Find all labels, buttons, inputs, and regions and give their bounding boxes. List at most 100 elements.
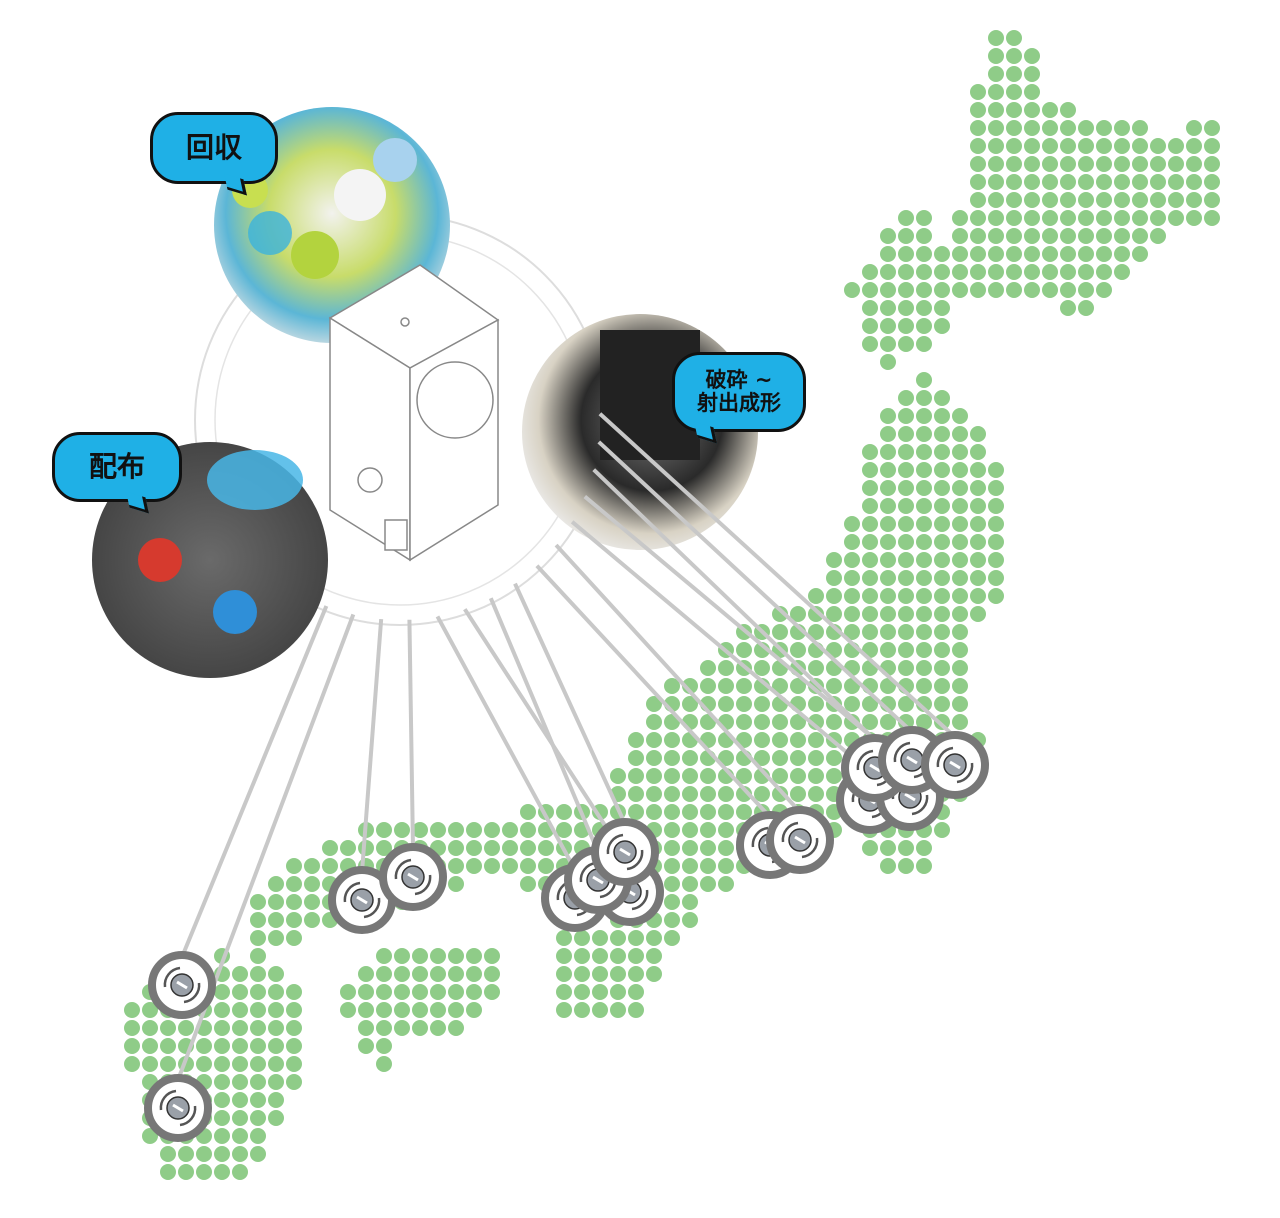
map-dot bbox=[1042, 156, 1058, 172]
map-dot bbox=[610, 1002, 626, 1018]
map-dot bbox=[844, 534, 860, 550]
map-dot bbox=[664, 678, 680, 694]
map-dot bbox=[1132, 156, 1148, 172]
map-dot bbox=[214, 1074, 230, 1090]
map-dot bbox=[862, 498, 878, 514]
map-dot bbox=[646, 732, 662, 748]
map-dot bbox=[934, 678, 950, 694]
map-dot bbox=[1024, 84, 1040, 100]
map-dot bbox=[268, 912, 284, 928]
map-dot bbox=[1114, 120, 1130, 136]
map-dot bbox=[952, 228, 968, 244]
map-dot bbox=[1204, 156, 1220, 172]
map-dot bbox=[628, 966, 644, 982]
map-dot bbox=[790, 750, 806, 766]
map-dot bbox=[682, 894, 698, 910]
map-dot bbox=[754, 750, 770, 766]
map-dot bbox=[358, 1002, 374, 1018]
map-dot bbox=[1042, 120, 1058, 136]
map-dot bbox=[952, 210, 968, 226]
map-dot bbox=[700, 858, 716, 874]
map-dot bbox=[898, 570, 914, 586]
map-dot bbox=[448, 858, 464, 874]
map-dot bbox=[952, 516, 968, 532]
map-dot bbox=[664, 930, 680, 946]
map-dot bbox=[988, 462, 1004, 478]
map-dot bbox=[268, 1110, 284, 1126]
map-dot bbox=[178, 1020, 194, 1036]
connector-line bbox=[513, 582, 627, 825]
map-dot bbox=[448, 984, 464, 1000]
map-dot bbox=[916, 858, 932, 874]
map-dot bbox=[970, 192, 986, 208]
map-dot bbox=[808, 732, 824, 748]
map-dot bbox=[268, 1092, 284, 1108]
map-dot bbox=[718, 678, 734, 694]
map-dot bbox=[394, 1002, 410, 1018]
map-dot bbox=[250, 1110, 266, 1126]
map-dot bbox=[898, 390, 914, 406]
map-dot bbox=[898, 858, 914, 874]
map-dot bbox=[970, 84, 986, 100]
recycle-machine-marker-icon[interactable] bbox=[591, 818, 659, 886]
map-dot bbox=[214, 1020, 230, 1036]
map-dot bbox=[592, 930, 608, 946]
map-dot bbox=[556, 1002, 572, 1018]
map-dot bbox=[970, 138, 986, 154]
map-dot bbox=[250, 1128, 266, 1144]
map-dot bbox=[286, 1002, 302, 1018]
map-dot bbox=[862, 282, 878, 298]
map-dot bbox=[988, 534, 1004, 550]
map-dot bbox=[286, 984, 302, 1000]
map-dot bbox=[880, 246, 896, 262]
map-dot bbox=[952, 552, 968, 568]
map-dot bbox=[646, 948, 662, 964]
map-dot bbox=[1024, 120, 1040, 136]
map-dot bbox=[1096, 192, 1112, 208]
map-dot bbox=[466, 948, 482, 964]
map-dot bbox=[232, 1092, 248, 1108]
map-dot bbox=[664, 894, 680, 910]
map-dot bbox=[286, 858, 302, 874]
map-dot bbox=[322, 840, 338, 856]
map-dot bbox=[898, 318, 914, 334]
map-dot bbox=[970, 516, 986, 532]
map-dot bbox=[430, 948, 446, 964]
recycle-machine-marker-icon[interactable] bbox=[144, 1074, 212, 1142]
map-dot bbox=[340, 984, 356, 1000]
map-dot bbox=[898, 606, 914, 622]
map-dot bbox=[250, 1074, 266, 1090]
map-dot bbox=[232, 1056, 248, 1072]
map-dot bbox=[430, 1002, 446, 1018]
map-dot bbox=[304, 894, 320, 910]
map-dot bbox=[682, 786, 698, 802]
map-dot bbox=[880, 534, 896, 550]
map-dot bbox=[934, 282, 950, 298]
map-dot bbox=[178, 1164, 194, 1180]
map-dot bbox=[646, 966, 662, 982]
map-dot bbox=[466, 966, 482, 982]
connector-line bbox=[598, 412, 957, 739]
map-dot bbox=[646, 804, 662, 820]
recycle-machine-marker-icon[interactable] bbox=[766, 806, 834, 874]
map-dot bbox=[682, 696, 698, 712]
map-dot bbox=[394, 948, 410, 964]
map-dot bbox=[988, 264, 1004, 280]
map-dot bbox=[268, 966, 284, 982]
map-dot bbox=[736, 678, 752, 694]
map-dot bbox=[808, 696, 824, 712]
map-dot bbox=[502, 858, 518, 874]
map-dot bbox=[304, 876, 320, 892]
collect-bubble: 回収 bbox=[150, 112, 278, 184]
map-dot bbox=[1096, 282, 1112, 298]
map-dot bbox=[1204, 210, 1220, 226]
map-dot bbox=[232, 984, 248, 1000]
recycle-machine-marker-icon[interactable] bbox=[148, 951, 216, 1019]
map-dot bbox=[196, 1038, 212, 1054]
recycle-machine-marker-icon[interactable] bbox=[379, 843, 447, 911]
map-dot bbox=[898, 246, 914, 262]
map-dot bbox=[1096, 156, 1112, 172]
map-dot bbox=[718, 750, 734, 766]
map-dot bbox=[880, 336, 896, 352]
recycle-machine-marker-icon[interactable] bbox=[921, 731, 989, 799]
